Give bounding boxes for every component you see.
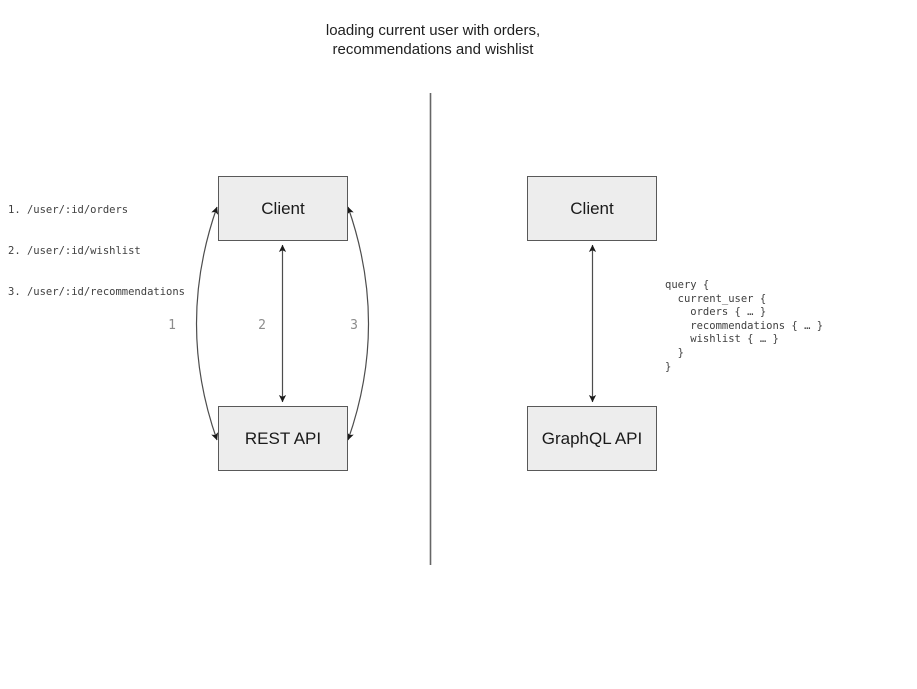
rest-endpoint-wishlist: 2. /user/:id/wishlist — [8, 244, 141, 257]
graphql-api-node: GraphQL API — [527, 406, 657, 471]
graphql-client-node: Client — [527, 176, 657, 241]
diagram-title: loading current user with orders, recomm… — [325, 22, 541, 58]
graphql-client-label: Client — [570, 198, 614, 218]
rest-endpoint-recommendations: 3. /user/:id/recommendations — [8, 285, 186, 298]
rest-endpoint-list: 1. /user/:id/orders 2. /user/:id/wishlis… — [8, 177, 185, 327]
rest-arrow-3-number: 3 — [350, 318, 358, 333]
rest-api-node: REST API — [218, 406, 348, 471]
graphql-query-snippet: query { current_user { orders { … } reco… — [665, 279, 824, 373]
rest-arrow-2-number: 2 — [258, 318, 266, 333]
rest-api-label: REST API — [244, 428, 322, 448]
graphql-api-label: GraphQL API — [541, 428, 643, 448]
rest-client-label: Client — [261, 198, 305, 218]
rest-endpoint-orders: 1. /user/:id/orders — [8, 204, 129, 217]
rest-arrow-1-orders — [195, 206, 219, 441]
rest-client-node: Client — [218, 176, 348, 241]
rest-arrow-1-number: 1 — [168, 318, 176, 333]
